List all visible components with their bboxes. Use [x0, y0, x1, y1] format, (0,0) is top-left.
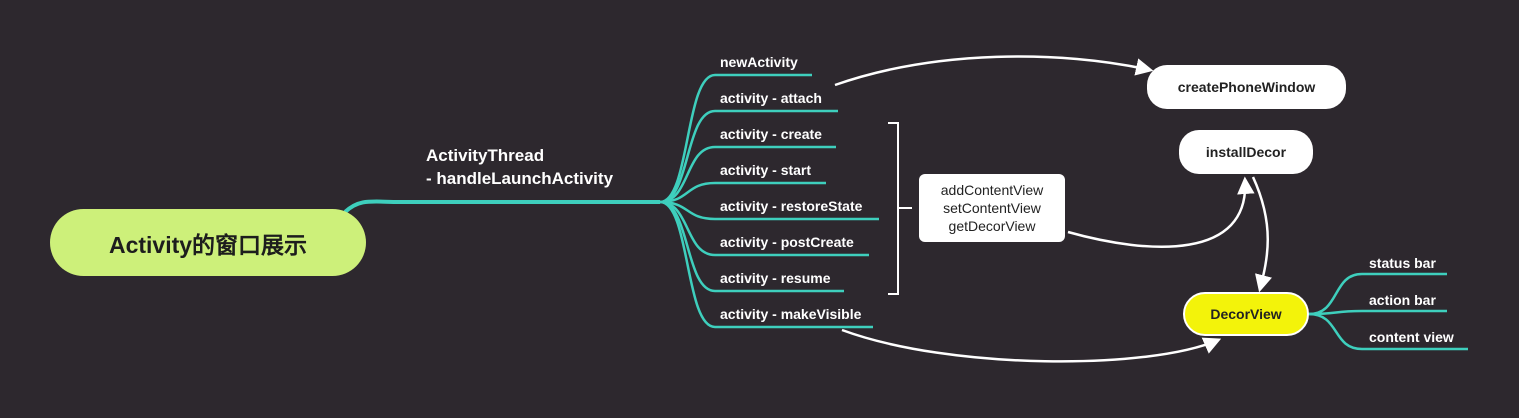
- decor-branches: [1308, 272, 1468, 351]
- decor-child-content-view[interactable]: content view: [1369, 329, 1454, 345]
- thread-node-line2: - handleLaunchActivity: [426, 169, 614, 188]
- step-branch-create: [659, 145, 836, 204]
- root-node[interactable]: Activity的窗口展示: [50, 209, 366, 276]
- step-post-create[interactable]: activity - postCreate: [720, 234, 854, 250]
- step-branches: [659, 73, 879, 329]
- decor-branch-status-bar: [1308, 272, 1447, 316]
- thread-node[interactable]: ActivityThread - handleLaunchActivity: [426, 144, 613, 190]
- arrow-attach-to-create-phone-window: [834, 55, 1154, 87]
- arrow-install-decor-to-decor-view: [1251, 176, 1272, 293]
- root-branch: [343, 199, 660, 214]
- step-branch-attach: [659, 109, 838, 204]
- thread-node-line1: ActivityThread: [426, 146, 545, 165]
- step-start[interactable]: activity - start: [720, 162, 812, 178]
- decor-child-status-bar[interactable]: status bar: [1369, 255, 1436, 271]
- create-phone-window-node[interactable]: createPhoneWindow: [1147, 65, 1346, 109]
- decor-child-action-bar[interactable]: action bar: [1369, 292, 1436, 308]
- step-attach[interactable]: activity - attach: [720, 90, 822, 106]
- step-restore-state[interactable]: activity - restoreState: [720, 198, 863, 214]
- step-resume[interactable]: activity - resume: [720, 270, 831, 286]
- decor-branch-action-bar: [1308, 309, 1447, 316]
- group-bracket: [888, 122, 912, 295]
- content-method-set: setContentView: [943, 200, 1041, 216]
- arrow-make-visible-to-decor-view: [841, 328, 1222, 363]
- install-decor-node[interactable]: installDecor: [1179, 130, 1313, 174]
- arrow-content-methods-to-install-decor: [1067, 176, 1255, 248]
- step-new-activity[interactable]: newActivity: [720, 54, 798, 70]
- content-methods-node[interactable]: addContentView setContentView getDecorVi…: [919, 174, 1065, 242]
- decor-view-label: DecorView: [1210, 306, 1282, 322]
- step-create[interactable]: activity - create: [720, 126, 822, 142]
- step-branch-make-visible: [659, 200, 873, 329]
- content-method-add: addContentView: [940, 182, 1044, 198]
- decor-view-node[interactable]: DecorView: [1183, 292, 1309, 336]
- step-make-visible[interactable]: activity - makeVisible: [720, 306, 862, 322]
- step-branch-new-activity: [659, 73, 812, 204]
- content-method-get: getDecorView: [948, 218, 1036, 234]
- root-node-label: Activity的窗口展示: [108, 231, 308, 258]
- decor-branch-content-view: [1308, 312, 1468, 351]
- create-phone-window-label: createPhoneWindow: [1177, 79, 1316, 95]
- install-decor-label: installDecor: [1205, 144, 1287, 160]
